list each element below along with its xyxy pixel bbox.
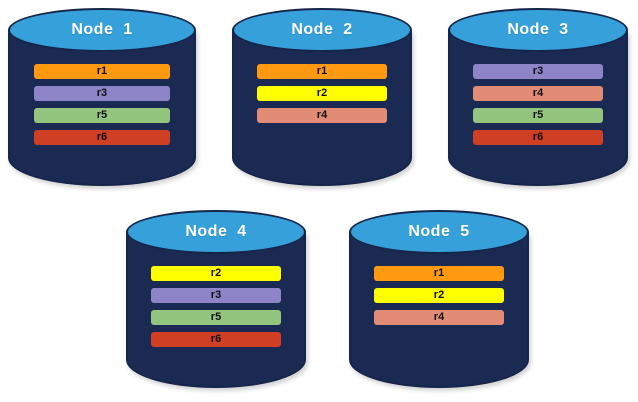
database-node-5[interactable]: Node 5 r1 r2 r4	[349, 210, 529, 388]
replica-bar-r5[interactable]: r5	[473, 108, 603, 123]
replica-bar-r1[interactable]: r1	[374, 266, 504, 281]
replica-bar-r5[interactable]: r5	[151, 310, 281, 325]
replica-stack: r1 r2 r4	[349, 266, 529, 325]
node-label: Node 2	[291, 21, 353, 38]
replica-stack: r3 r4 r5 r6	[448, 64, 628, 145]
replica-bar-r5[interactable]: r5	[34, 108, 170, 123]
replica-bar-r2[interactable]: r2	[151, 266, 281, 281]
replica-stack: r1 r3 r5 r6	[8, 64, 196, 145]
database-node-2[interactable]: Node 2 r1 r2 r4	[232, 8, 412, 186]
cylinder-top-disc	[448, 8, 628, 52]
database-node-3[interactable]: Node 3 r3 r4 r5 r6	[448, 8, 628, 186]
replica-bar-r1[interactable]: r1	[34, 64, 170, 79]
database-node-4[interactable]: Node 4 r2 r3 r5 r6	[126, 210, 306, 388]
replica-bar-r3[interactable]: r3	[151, 288, 281, 303]
replica-bar-r2[interactable]: r2	[257, 86, 387, 101]
cylinder-top-disc	[8, 8, 196, 52]
replica-stack: r2 r3 r5 r6	[126, 266, 306, 347]
node-label: Node 4	[185, 223, 247, 240]
replica-bar-r6[interactable]: r6	[34, 130, 170, 145]
replica-bar-r6[interactable]: r6	[151, 332, 281, 347]
cylinder-top-disc	[232, 8, 412, 52]
replica-bar-r4[interactable]: r4	[374, 310, 504, 325]
replica-bar-r3[interactable]: r3	[34, 86, 170, 101]
replica-bar-r1[interactable]: r1	[257, 64, 387, 79]
node-label: Node 3	[507, 21, 569, 38]
replica-bar-r4[interactable]: r4	[473, 86, 603, 101]
replica-bar-r2[interactable]: r2	[374, 288, 504, 303]
replica-stack: r1 r2 r4	[232, 64, 412, 123]
replica-bar-r3[interactable]: r3	[473, 64, 603, 79]
database-node-1[interactable]: Node 1 r1 r3 r5 r6	[8, 8, 196, 186]
cylinder-top-disc	[126, 210, 306, 254]
node-label: Node 5	[408, 223, 470, 240]
cylinder-top-disc	[349, 210, 529, 254]
replica-bar-r4[interactable]: r4	[257, 108, 387, 123]
node-label: Node 1	[71, 21, 133, 38]
replica-bar-r6[interactable]: r6	[473, 130, 603, 145]
